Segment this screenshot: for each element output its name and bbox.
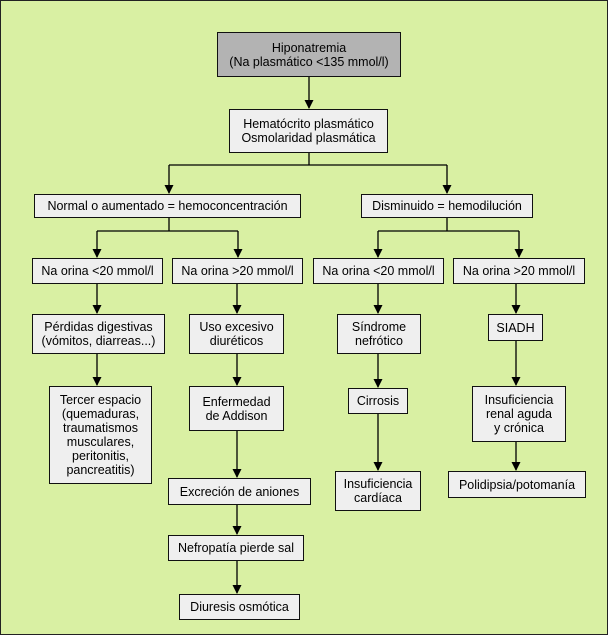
node-text: Normal o aumentado = hemoconcentración [47,199,287,213]
node-text-line: nefrótico [355,334,403,348]
arrowhead [511,462,521,471]
node-text: Na orina >20 mmol/l [463,264,575,278]
arrowhead [232,526,242,535]
node-text-line: (vómitos, diarreas...) [41,334,156,348]
arrowhead [511,305,521,314]
node-text-line: Na orina <20 mmol/l [41,264,154,278]
node-text-line: Na orina >20 mmol/l [181,264,294,278]
node-perdidas: Pérdidas digestivas(vómitos, diarreas...… [32,314,165,354]
arrowhead [442,185,452,194]
node-text-line: Excreción de aniones [179,484,300,499]
node-aniones: Excreción de aniones [168,478,311,505]
node-normal: Normal o aumentado = hemoconcentración [34,194,301,218]
arrowhead [304,100,314,109]
node-root: Hiponatremia(Na plasmático <135 mmol/l) [217,32,401,77]
arrowhead [164,185,174,194]
node-text-line: Insuficiencia [484,393,554,407]
node-na-lt-2: Na orina <20 mmol/l [313,258,444,284]
node-text-line: Tercer espacio [59,393,142,407]
node-text: Diuresis osmótica [190,600,289,614]
arrowhead [373,249,383,258]
node-text-line: Uso excesivo [199,320,274,334]
node-diuresis: Diuresis osmótica [179,594,300,620]
node-polidipsia: Polidipsia/potomanía [448,471,586,498]
node-text: Cirrosis [357,394,399,408]
node-text-line: Diuresis osmótica [190,600,289,614]
node-siadh: SIADH [488,314,543,341]
node-text-line: Nefropatía pierde sal [177,541,295,555]
arrowhead [92,249,102,258]
node-text-line: Hiponatremia [271,40,347,55]
node-text-line: Síndrome [351,320,407,334]
arrowhead [232,585,242,594]
arrowhead [92,377,102,386]
node-text-line: Insuficiencia [343,477,413,491]
node-text: Na orina >20 mmol/l [181,264,293,278]
node-text: Polidipsia/potomanía [459,478,575,492]
arrowhead [373,379,383,388]
node-text-line: Na orina >20 mmol/l [462,264,576,278]
node-text-line: traumatismos [62,421,138,435]
node-text-line: pancreatitis) [66,463,135,477]
node-na-gt-2: Na orina >20 mmol/l [453,258,585,284]
node-text: Disminuido = hemodilución [372,199,522,213]
node-cirrosis: Cirrosis [348,388,408,414]
node-text-line: Osmolaridad plasmática [241,131,376,145]
arrowhead [232,377,242,386]
node-text-line: peritonitis, [72,449,129,463]
node-text: SIADH [496,321,534,335]
node-text-line: Cirrosis [356,394,400,408]
node-text-line: Enfermedad [202,394,271,409]
arrowhead [233,249,243,258]
arrowhead [232,469,242,478]
arrowhead [92,305,102,314]
node-disminuido: Disminuido = hemodilución [361,194,533,218]
node-text-line: Polidipsia/potomanía [458,477,576,492]
node-text: Pérdidas digestivas(vómitos, diarreas...… [42,320,156,348]
node-text: Hiponatremia(Na plasmático <135 mmol/l) [229,41,388,69]
node-text: Na orina <20 mmol/l [322,264,434,278]
node-text-line: de Addison [205,408,268,423]
node-text-line: renal aguda [485,407,552,421]
node-text-line: musculares, [66,435,135,449]
node-text-line: SIADH [496,320,535,335]
node-text-line: Normal o aumentado = hemoconcentración [47,199,288,213]
arrowhead [373,462,383,471]
node-text: Excreción de aniones [180,485,300,499]
node-text-line: cardíaca [354,491,402,505]
node-text: Na orina <20 mmol/l [41,264,153,278]
node-na-gt-1: Na orina >20 mmol/l [172,258,303,284]
node-nefropatia: Nefropatía pierde sal [168,535,304,561]
node-text-line: Na orina <20 mmol/l [322,264,435,278]
node-na-lt-1: Na orina <20 mmol/l [32,258,163,284]
arrowhead [232,305,242,314]
node-text-line: diuréticos [209,334,264,348]
node-text-line: Pérdidas digestivas [44,320,153,334]
node-text-line: y crónica [493,421,544,435]
node-text-line: (quemaduras, [61,407,140,421]
node-text-line: (Na plasmático <135 mmol/l) [229,54,389,69]
arrowhead [511,377,521,386]
node-text: Nefropatía pierde sal [178,541,294,555]
node-text-line: Hematócrito plasmático [243,117,374,131]
node-text-line: Disminuido = hemodilución [372,199,522,213]
arrowhead [373,305,383,314]
arrowhead [514,249,524,258]
